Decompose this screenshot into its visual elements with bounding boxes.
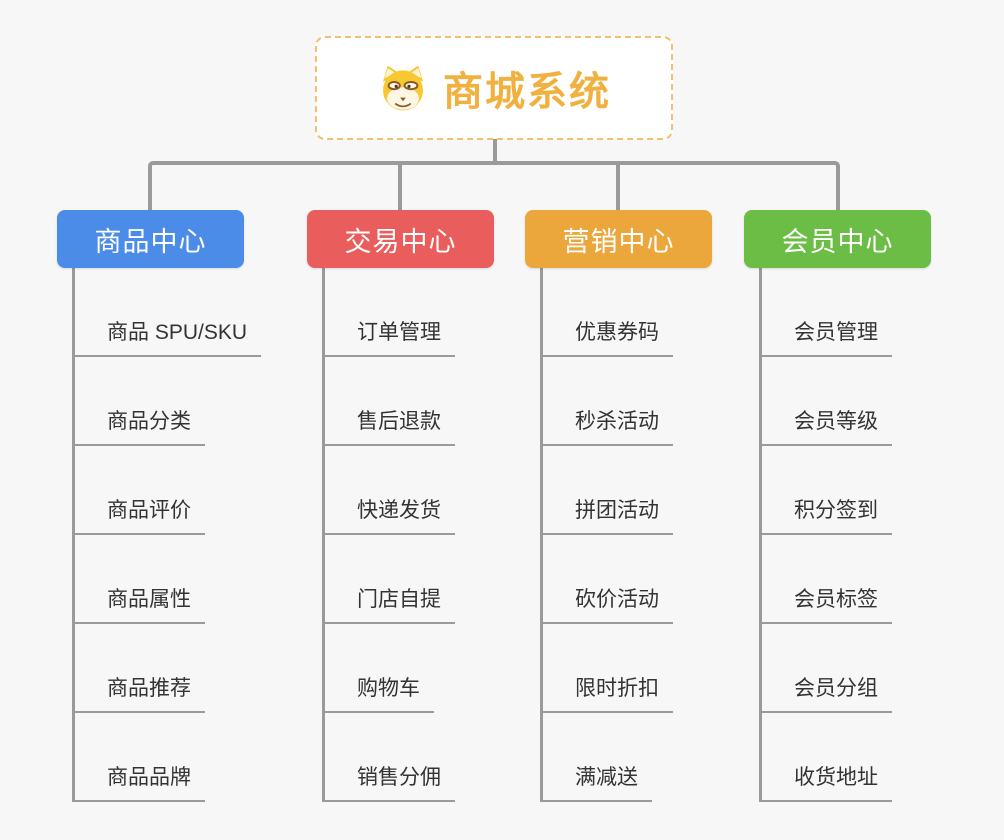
child-node: 收货地址 — [759, 713, 984, 802]
child-node-label[interactable]: 优惠券码 — [540, 316, 673, 357]
child-node: 积分签到 — [759, 446, 984, 535]
child-node-label[interactable]: 门店自提 — [322, 583, 455, 624]
child-node-label[interactable]: 购物车 — [322, 672, 434, 713]
child-node: 售后退款 — [322, 357, 547, 446]
child-node-label[interactable]: 秒杀活动 — [540, 405, 673, 446]
child-node-label[interactable]: 砍价活动 — [540, 583, 673, 624]
branch-node-member[interactable]: 会员中心 — [744, 210, 931, 268]
child-node: 会员等级 — [759, 357, 984, 446]
child-node: 会员分组 — [759, 624, 984, 713]
branch-trade: 交易中心订单管理售后退款快递发货门店自提购物车销售分佣 — [307, 210, 547, 802]
connector-drop-trade — [398, 165, 402, 210]
child-node: 商品分类 — [72, 357, 297, 446]
child-node-label[interactable]: 会员分组 — [759, 672, 892, 713]
branch-marketing: 营销中心优惠券码秒杀活动拼团活动砍价活动限时折扣满减送 — [525, 210, 765, 802]
child-node-label[interactable]: 限时折扣 — [540, 672, 673, 713]
child-node-label[interactable]: 收货地址 — [759, 761, 892, 802]
child-node: 商品品牌 — [72, 713, 297, 802]
connector-drop-marketing — [616, 165, 620, 210]
child-node-label[interactable]: 商品评价 — [72, 494, 205, 535]
child-node-label[interactable]: 积分签到 — [759, 494, 892, 535]
child-node-label[interactable]: 会员等级 — [759, 405, 892, 446]
child-node-label[interactable]: 商品 SPU/SKU — [72, 316, 262, 357]
root-title: 商城系统 — [443, 70, 611, 114]
child-node-label[interactable]: 满减送 — [540, 761, 652, 802]
child-node-label[interactable]: 快递发货 — [322, 494, 455, 535]
child-node-label[interactable]: 商品推荐 — [72, 672, 205, 713]
child-node: 优惠券码 — [540, 268, 765, 357]
child-node: 门店自提 — [322, 535, 547, 624]
dog-icon — [377, 64, 429, 112]
child-node: 快递发货 — [322, 446, 547, 535]
branch-member: 会员中心会员管理会员等级积分签到会员标签会员分组收货地址 — [744, 210, 984, 802]
branch-node-marketing[interactable]: 营销中心 — [525, 210, 712, 268]
child-node-label[interactable]: 商品品牌 — [72, 761, 205, 802]
connector-root-drop — [493, 139, 497, 163]
child-node: 会员管理 — [759, 268, 984, 357]
child-node: 商品评价 — [72, 446, 297, 535]
child-node-label[interactable]: 会员标签 — [759, 583, 892, 624]
child-node: 会员标签 — [759, 535, 984, 624]
branch-children-product: 商品 SPU/SKU 商品分类商品评价商品属性商品推荐商品品牌 — [72, 268, 297, 802]
branch-node-trade[interactable]: 交易中心 — [307, 210, 494, 268]
connector-bus — [148, 161, 840, 210]
child-node: 砍价活动 — [540, 535, 765, 624]
child-node: 商品属性 — [72, 535, 297, 624]
child-node-label[interactable]: 商品分类 — [72, 405, 205, 446]
child-node-label[interactable]: 售后退款 — [322, 405, 455, 446]
child-node: 商品推荐 — [72, 624, 297, 713]
child-node: 购物车 — [322, 624, 547, 713]
child-node: 拼团活动 — [540, 446, 765, 535]
child-node: 限时折扣 — [540, 624, 765, 713]
branch-children-trade: 订单管理售后退款快递发货门店自提购物车销售分佣 — [322, 268, 547, 802]
branch-product: 商品中心商品 SPU/SKU 商品分类商品评价商品属性商品推荐商品品牌 — [57, 210, 297, 802]
root-node[interactable]: 商城系统 — [315, 36, 673, 140]
branch-children-marketing: 优惠券码秒杀活动拼团活动砍价活动限时折扣满减送 — [540, 268, 765, 802]
child-node-label[interactable]: 会员管理 — [759, 316, 892, 357]
branch-children-member: 会员管理会员等级积分签到会员标签会员分组收货地址 — [759, 268, 984, 802]
child-node: 商品 SPU/SKU — [72, 268, 297, 357]
child-node: 满减送 — [540, 713, 765, 802]
child-node: 订单管理 — [322, 268, 547, 357]
child-node-label[interactable]: 拼团活动 — [540, 494, 673, 535]
child-node: 秒杀活动 — [540, 357, 765, 446]
child-node: 销售分佣 — [322, 713, 547, 802]
child-node-label[interactable]: 订单管理 — [322, 316, 455, 357]
child-node-label[interactable]: 销售分佣 — [322, 761, 455, 802]
child-node-label[interactable]: 商品属性 — [72, 583, 205, 624]
branch-node-product[interactable]: 商品中心 — [57, 210, 244, 268]
